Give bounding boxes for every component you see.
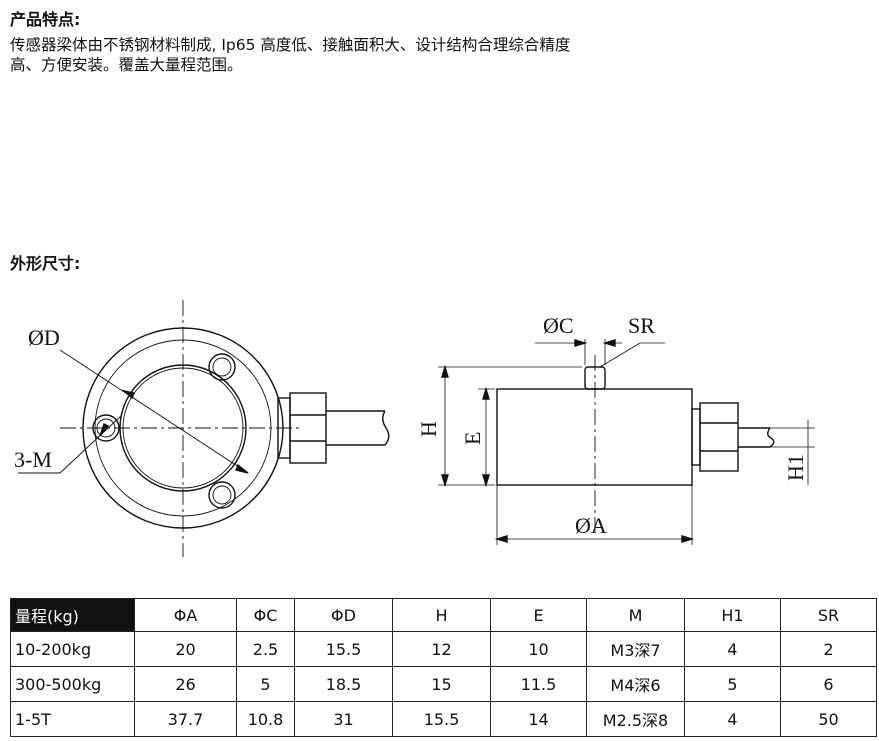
- table-cell: 4: [684, 701, 781, 737]
- table-cell: M2.5深8: [586, 701, 685, 737]
- table-cell: 14: [490, 701, 587, 737]
- dimension-drawing: ØD 3-M ØC SR ØA H E H1: [14, 300, 815, 557]
- table-cell: 1-5T: [10, 701, 135, 737]
- label-a: ØA: [575, 513, 607, 538]
- label-e: E: [460, 432, 485, 445]
- flange-outer-circle: [82, 327, 284, 529]
- table-cell: 300-500kg: [10, 666, 135, 702]
- table-cell: 15.5: [294, 631, 393, 667]
- table-cell: 2.5: [236, 631, 295, 667]
- header-h1: H1: [684, 598, 781, 632]
- table-cell: 20: [134, 631, 237, 667]
- header-e: E: [490, 598, 587, 632]
- header-a: ΦA: [134, 598, 237, 632]
- label-3m: 3-M: [14, 447, 52, 472]
- header-range: 量程(kg): [10, 598, 135, 632]
- table-header-row: 量程(kg) ΦA ΦC ΦD H E M H1 SR: [10, 598, 877, 632]
- center-boss-circle: [119, 364, 247, 492]
- header-m: M: [586, 598, 685, 632]
- label-sr: SR: [628, 313, 655, 338]
- header-c: ΦC: [236, 598, 295, 632]
- mount-hole-left: [92, 414, 120, 442]
- mount-hole-bottom: [208, 481, 236, 509]
- table-cell: 11.5: [490, 666, 587, 702]
- features-line-1: 传感器梁体由不锈钢材料制成, Ip65 高度低、接触面积大、设计结构合理综合精度: [10, 36, 571, 54]
- table-cell: 50: [780, 701, 877, 737]
- table-cell: 15: [392, 666, 491, 702]
- table-cell: 15.5: [392, 701, 491, 737]
- table-cell: 2: [780, 631, 877, 667]
- table-cell: 26: [134, 666, 237, 702]
- label-c: ØC: [543, 313, 574, 338]
- table-cell: 12: [392, 631, 491, 667]
- header-h: H: [392, 598, 491, 632]
- table-cell: M4深6: [586, 666, 685, 702]
- table-cell: 31: [294, 701, 393, 737]
- table-cell: 5: [684, 666, 781, 702]
- label-d: ØD: [28, 325, 60, 350]
- table-cell: 6: [780, 666, 877, 702]
- sensor-body-side: [496, 388, 693, 486]
- table-cell: M3深7: [586, 631, 685, 667]
- table-cell: 18.5: [294, 666, 393, 702]
- spec-table: 量程(kg) ΦA ΦC ΦD H E M H1 SR 10-200kg 20 …: [10, 598, 877, 737]
- table-cell: 5: [236, 666, 295, 702]
- table-cell: 10: [490, 631, 587, 667]
- table-cell: 10.8: [236, 701, 295, 737]
- features-description: 传感器梁体由不锈钢材料制成, Ip65 高度低、接触面积大、设计结构合理综合精度…: [10, 35, 770, 75]
- label-h: H: [416, 421, 441, 437]
- features-title: 产品特点:: [10, 10, 81, 29]
- header-d: ΦD: [294, 598, 393, 632]
- dimensions-title: 外形尺寸:: [10, 254, 81, 273]
- table-cell: 10-200kg: [10, 631, 135, 667]
- table-row: 300-500kg 26 5 18.5 15 11.5 M4深6 5 6: [10, 666, 877, 702]
- table-cell: 4: [684, 631, 781, 667]
- header-sr: SR: [780, 598, 877, 632]
- label-h1: H1: [783, 454, 808, 481]
- table-row: 10-200kg 20 2.5 15.5 12 10 M3深7 4 2: [10, 631, 877, 667]
- features-line-2: 高、方便安装。覆盖大量程范围。: [10, 56, 243, 74]
- mount-hole-top: [208, 353, 236, 381]
- table-cell: 37.7: [134, 701, 237, 737]
- table-row: 1-5T 37.7 10.8 31 15.5 14 M2.5深8 4 50: [10, 701, 877, 737]
